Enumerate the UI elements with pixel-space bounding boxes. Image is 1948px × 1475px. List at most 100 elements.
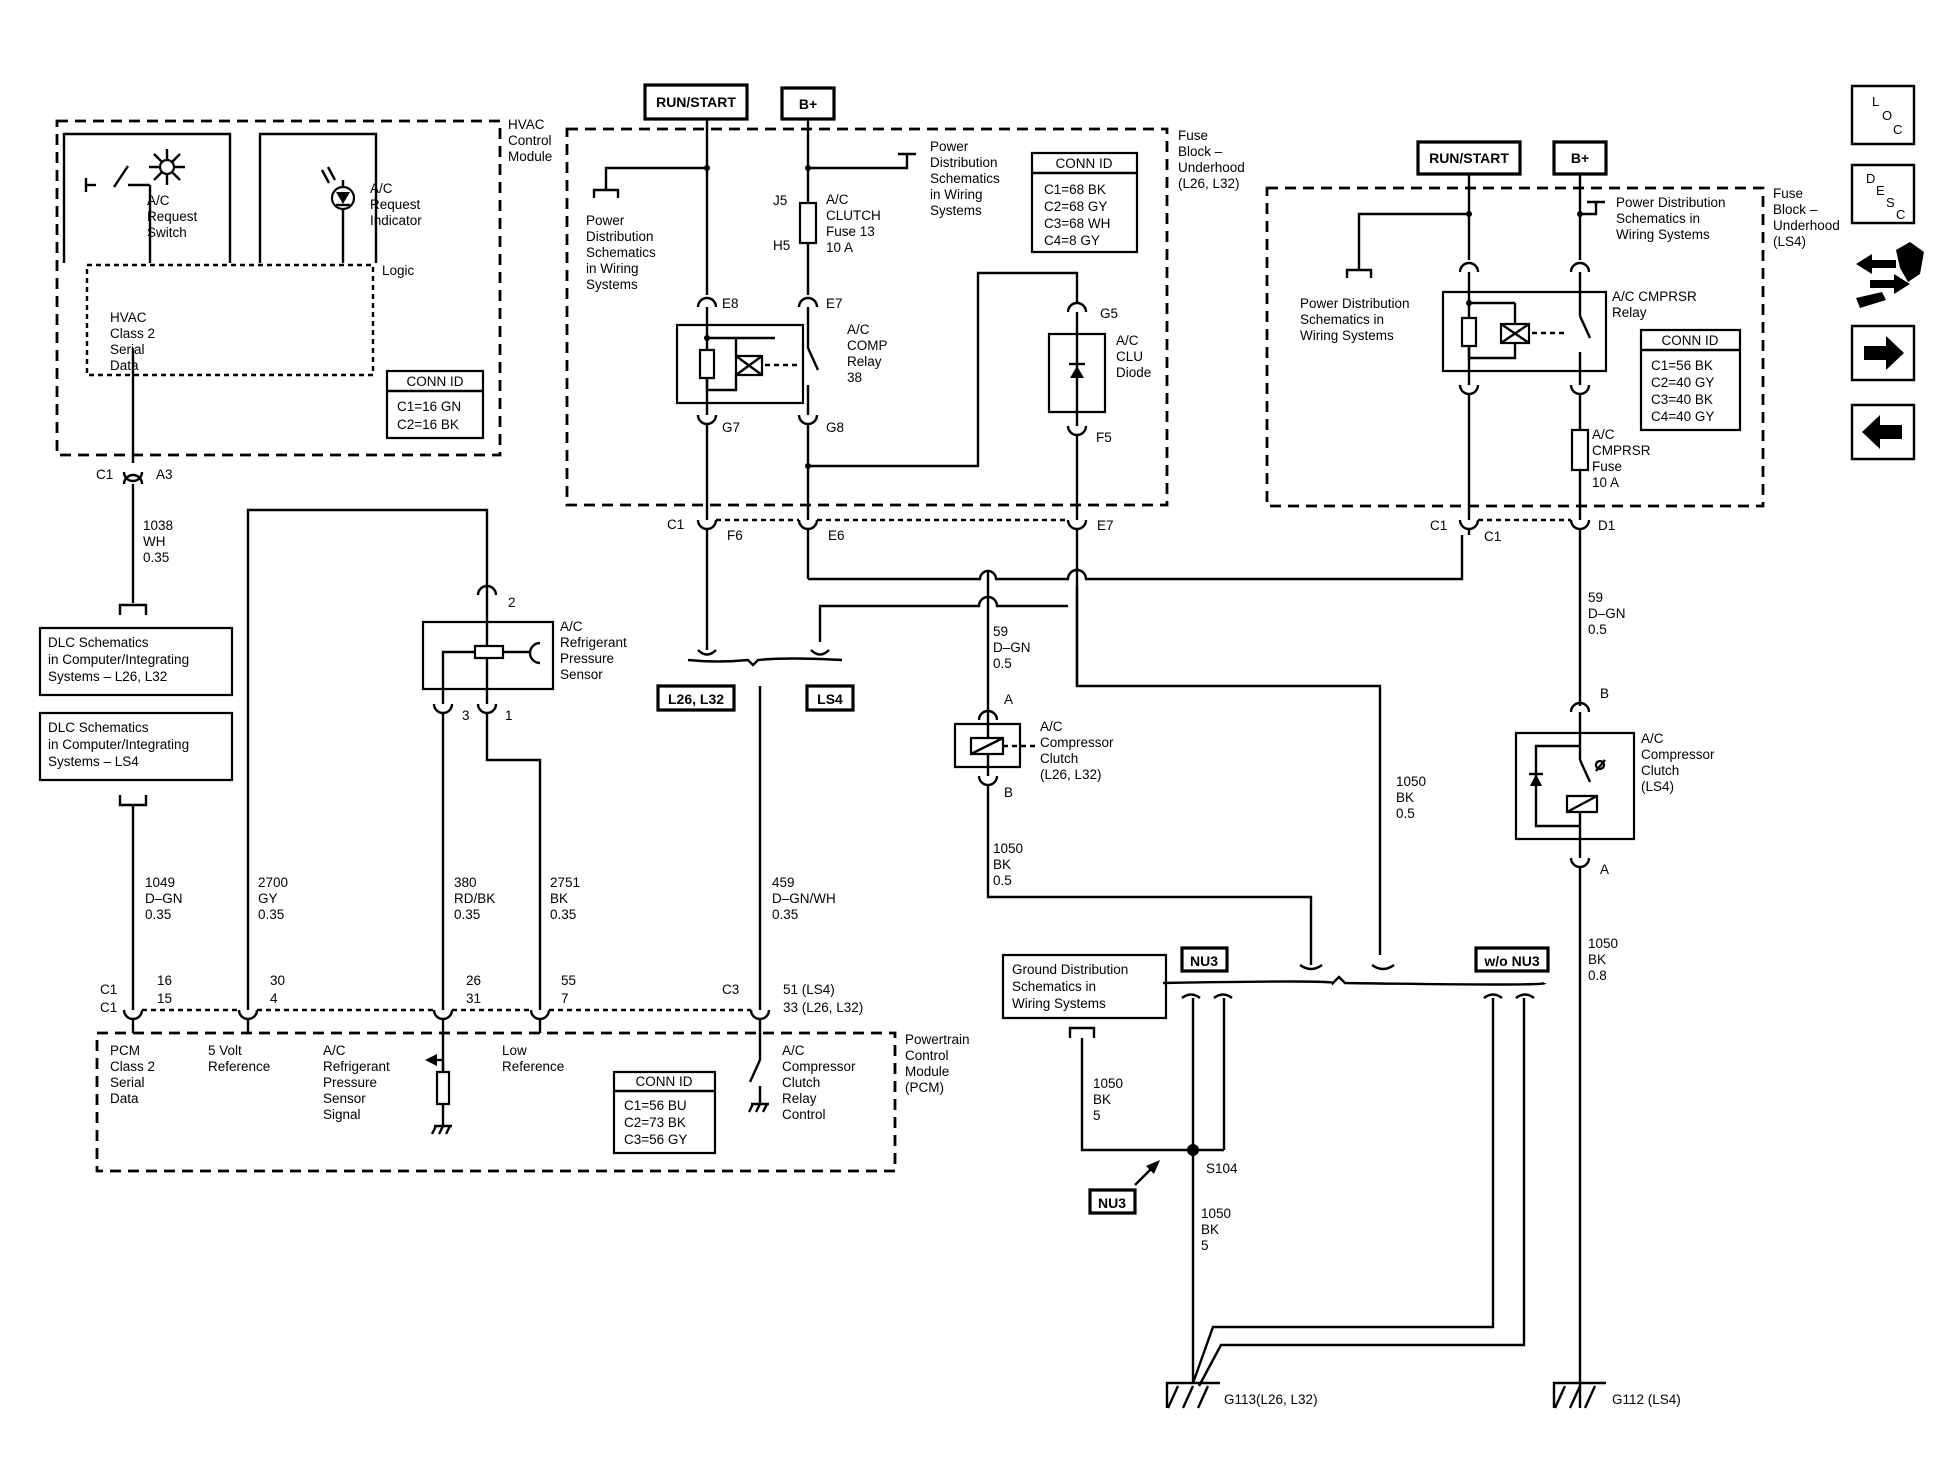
next-page-button[interactable]	[1852, 326, 1914, 380]
svg-text:RUN/START: RUN/START	[656, 94, 736, 110]
run-start-tag-2	[1418, 142, 1520, 174]
svg-text:A: A	[1004, 692, 1013, 707]
description-button[interactable]: D E S C	[1852, 165, 1914, 223]
svg-text:RUN/START: RUN/START	[1429, 150, 1509, 166]
svg-text:C2=16 BK: C2=16 BK	[397, 417, 459, 432]
svg-text:C2=73 BK: C2=73 BK	[624, 1115, 686, 1130]
nu3-tag-2	[1090, 1190, 1135, 1213]
svg-text:S104: S104	[1206, 1161, 1238, 1176]
svg-text:C1=56 BU: C1=56 BU	[624, 1098, 687, 1113]
svg-text:A: A	[1600, 862, 1609, 877]
previous-page-button[interactable]	[1852, 405, 1914, 459]
svg-text:51 (LS4)33 (L26, L32): 51 (LS4)33 (L26, L32)	[783, 982, 863, 1015]
svg-text:C4=8 GY: C4=8 GY	[1044, 233, 1100, 248]
svg-text:C4=40 GY: C4=40 GY	[1651, 409, 1714, 424]
ls4-tag	[807, 686, 853, 710]
l26-l32-tag	[658, 686, 734, 710]
ground-g113: G113(L26, L32)	[1167, 1383, 1318, 1408]
svg-text:NU3: NU3	[1098, 1195, 1126, 1211]
wo-nu3-tag	[1476, 948, 1548, 971]
svg-text:F5: F5	[1096, 430, 1112, 445]
svg-text:C3: C3	[722, 982, 739, 997]
wrench-arrows-icon	[1856, 242, 1924, 308]
svg-text:E8: E8	[722, 296, 739, 311]
svg-text:C1: C1	[1430, 518, 1447, 533]
arrow-right-icon	[1864, 336, 1904, 370]
svg-text:CONN ID: CONN ID	[407, 374, 464, 389]
svg-text:E7: E7	[826, 296, 843, 311]
svg-text:C: C	[1896, 207, 1905, 222]
svg-text:F6: F6	[727, 528, 743, 543]
svg-text:L: L	[1872, 94, 1879, 109]
ac-clutch-fuse	[800, 203, 816, 243]
svg-text:C2=40 GY: C2=40 GY	[1651, 375, 1714, 390]
svg-text:C: C	[1893, 122, 1902, 137]
arrow-left-icon	[1862, 415, 1902, 449]
service-tool-button[interactable]	[1856, 242, 1924, 308]
location-button[interactable]: L O C	[1852, 86, 1914, 144]
svg-text:G113(L26, L32): G113(L26, L32)	[1224, 1392, 1318, 1407]
svg-text:E7: E7	[1097, 518, 1114, 533]
svg-text:O: O	[1882, 108, 1892, 123]
svg-text:NU3: NU3	[1190, 953, 1218, 969]
run-start-tag	[645, 85, 747, 119]
svg-text:E: E	[1876, 183, 1885, 198]
svg-text:B: B	[1004, 785, 1013, 800]
svg-text:LS4: LS4	[817, 691, 843, 707]
svg-text:CONN ID: CONN ID	[1662, 333, 1719, 348]
hvac-c1-label: C1	[96, 467, 113, 482]
svg-text:C3=56 GY: C3=56 GY	[624, 1132, 687, 1147]
logic-label: Logic	[382, 263, 415, 278]
svg-text:B+: B+	[799, 96, 817, 112]
svg-text:3: 3	[462, 708, 470, 723]
svg-text:C1=16 GN: C1=16 GN	[397, 399, 461, 414]
svg-text:1: 1	[505, 708, 513, 723]
bplus-tag	[782, 88, 834, 119]
svg-text:H5: H5	[773, 238, 790, 253]
svg-text:D: D	[1866, 171, 1875, 186]
svg-text:J5: J5	[773, 193, 787, 208]
svg-text:L26, L32: L26, L32	[668, 691, 724, 707]
svg-text:557: 557	[561, 973, 576, 1006]
svg-text:G7: G7	[722, 420, 740, 435]
ac-cmprsr-fuse	[1572, 430, 1588, 470]
svg-text:CONN ID: CONN ID	[636, 1074, 693, 1089]
